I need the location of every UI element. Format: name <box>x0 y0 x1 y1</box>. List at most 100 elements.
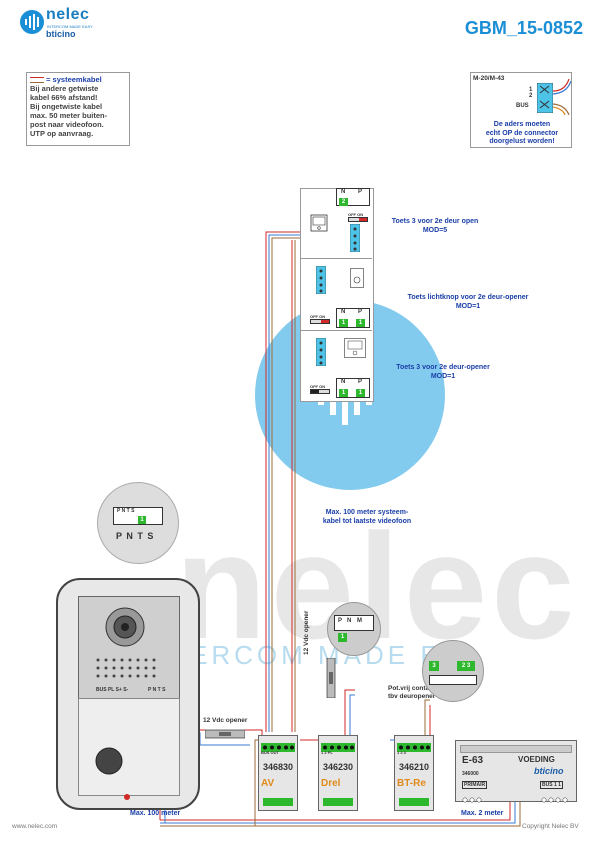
monitor-1-np-table: N P 2 <box>336 188 370 206</box>
monitor-3-np-table: N P 1 1 <box>336 378 370 398</box>
connector-terminal-icon <box>536 82 554 114</box>
monitor-1-n-value: 2 <box>339 198 348 206</box>
monitor-3-p-value-text: 1 <box>358 390 363 396</box>
monitor-1-n-value-text: 2 <box>341 199 346 205</box>
monitor-2: OFF ON N P 1 1 <box>300 258 372 331</box>
connector-wires <box>552 78 572 116</box>
zoom-m-right-text: 2 3 <box>461 663 471 669</box>
door-panel-camera-icon <box>104 606 146 648</box>
module-346830-code: 346830 <box>263 762 294 772</box>
brand-sub: bticino <box>46 29 76 39</box>
module-346830-sub: BUS OUT <box>261 750 279 755</box>
legend-box: = systeemkabel Bij andere getwiste kabel… <box>26 72 130 146</box>
monitor-3-label-line1: Toets 3 voor 2e deur-opener <box>396 364 490 371</box>
power-supply-title: VOEDING <box>518 755 555 764</box>
footer-right: Copyright Nelec BV <box>522 823 579 830</box>
connector-pin2: 2 <box>529 93 533 99</box>
module-346830: BUS OUT 346830 AV <box>258 735 298 811</box>
monitor-2-switch-toggle <box>310 319 330 324</box>
cable-note: Max. 100 meter systeem- kabel tot laatst… <box>312 508 422 526</box>
zoom-p-mod: M <box>357 618 362 624</box>
module-346230-bottom-terminal <box>323 798 353 806</box>
monitor-3-label: Toets 3 voor 2e deur-opener MOD=1 <box>378 363 508 381</box>
monitor-3-n: N <box>341 379 346 385</box>
panel-zoom-header: P N T S <box>117 508 135 514</box>
monitor-2-button-icon <box>350 268 364 288</box>
monitor-2-switch[interactable]: OFF ON <box>310 314 330 324</box>
module-346210-terminal-icon <box>397 739 431 752</box>
panel-zoom-footer: P N T S <box>116 531 155 541</box>
power-supply-brand: bticino <box>534 766 564 776</box>
monitor-3-switch[interactable]: OFF ON <box>310 384 330 394</box>
cable-note-line2: kabel tot laatste videofoon <box>322 518 412 525</box>
module-346230-badge-text: Drel <box>321 778 341 789</box>
monitor-2-p-value: 1 <box>356 319 365 327</box>
connector-title: M-20/M-43 <box>473 75 505 82</box>
module-346230-badge: Drel <box>321 778 340 789</box>
monitor-2-p: P <box>358 309 363 315</box>
monitor-1: N P 2 OFF ON <box>300 188 372 259</box>
systeemkabel-swatch <box>30 77 44 84</box>
monitor-2-np-table: N P 1 1 <box>336 308 370 328</box>
monitor-1-terminal-icon <box>349 223 361 253</box>
monitor-3-switch-toggle <box>310 389 330 394</box>
monitor-2-p-value-text: 1 <box>358 320 363 326</box>
door-panel-button-icon[interactable] <box>94 746 124 776</box>
connector-note3: doorgelust worden! <box>489 138 555 145</box>
module-346210-code: 346210 <box>399 762 430 772</box>
legend-line3: kabel 66% afstand! <box>30 93 98 102</box>
power-supply-bus: BUS 1 1 <box>540 781 563 789</box>
power-supply: E-63 VOEDING bticino 346000 PRIMAIR BUS … <box>455 740 577 803</box>
power-supply-top <box>460 745 572 753</box>
zoom-m: 3 2 3 <box>422 640 484 702</box>
legend-line4: Bij ongetwiste kabel <box>30 102 103 111</box>
opener-2-icon <box>326 657 336 699</box>
zoom-p: P N M 1 <box>327 602 381 656</box>
zoom-p-value: 1 <box>338 633 347 642</box>
module-346830-terminal-icon <box>261 739 295 752</box>
distance-right: Max. 2 meter <box>461 810 504 817</box>
monitor-1-label-line1: Toets 3 voor 2e deur open <box>391 218 479 225</box>
connector-bus: BUS <box>516 103 529 109</box>
connector-note2: echt OP de connector <box>485 129 559 137</box>
pot-contact: Pot.vrij contact tbv deuropener <box>388 685 435 701</box>
monitor-2-label: Toets lichtknop voor 2e deur-opener MOD=… <box>378 293 558 311</box>
zoom-m-right: 2 3 <box>457 661 475 671</box>
module-346210-bottom-terminal <box>399 798 429 806</box>
connector-pin1: 1 <box>529 87 533 93</box>
monitor-1-n: N <box>341 189 346 195</box>
monitor-3-p-value: 1 <box>356 389 365 397</box>
module-346830-badge-text: AV <box>261 778 275 789</box>
zoom-p-p: P <box>338 618 343 624</box>
door-panel-pnts: P N T S <box>148 687 166 693</box>
opener-1-label: 12 Vdc opener <box>203 717 248 724</box>
opener-1-icon <box>204 726 246 739</box>
brand-logo-icon <box>20 8 44 36</box>
legend-line5: max. 50 meter buiten- <box>30 111 108 120</box>
monitor-1-switch-label: OFF ON <box>348 212 364 217</box>
module-346210-badge-text: BT-Re <box>397 778 426 789</box>
connector-note: De aders moeten echt OP de connector doo… <box>475 121 569 147</box>
door-panel-terminals: BUS PL S+ S- <box>96 687 129 693</box>
module-346230-terminal-icon <box>321 739 355 752</box>
monitor-2-switch-label: OFF ON <box>310 314 326 319</box>
door-panel-module <box>78 698 180 796</box>
power-supply-terminals <box>460 791 572 803</box>
monitor-2-n: N <box>341 309 346 315</box>
monitor-1-switch-toggle <box>348 217 368 222</box>
monitor-1-label-line2: MOD=5 <box>422 227 448 234</box>
door-panel: BUS PL S+ S- P N T S <box>56 578 200 810</box>
monitor-3-screen-icon <box>344 338 366 358</box>
legend-line7: UTP op aanvraag. <box>30 129 94 138</box>
monitor-1-label: Toets 3 voor 2e deur open MOD=5 <box>380 217 490 235</box>
door-panel-led-icon <box>124 794 130 800</box>
monitor-1-switch[interactable]: OFF ON <box>348 212 368 222</box>
footer-left[interactable]: www.nelec.com <box>12 823 58 830</box>
monitor-2-terminal-icon <box>315 265 327 295</box>
zoom-m-left-text: 3 <box>432 663 436 669</box>
panel-zoom-value: 1 <box>138 516 146 524</box>
monitor-3: OFF ON N P 1 1 <box>300 330 372 400</box>
zoom-p-value-text: 1 <box>340 634 345 640</box>
monitor-2-n-value: 1 <box>339 319 348 327</box>
module-346210-badge: BT-Re <box>397 778 426 789</box>
